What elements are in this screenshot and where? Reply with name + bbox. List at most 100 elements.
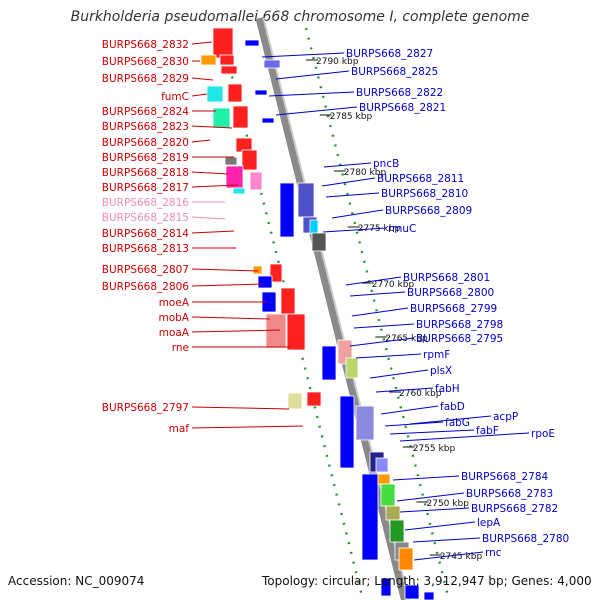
- gene-block: [287, 392, 303, 410]
- kbp-tick-label: 2755 kbp: [413, 444, 456, 454]
- label-leader-line: [191, 184, 239, 188]
- gene-block: [279, 182, 295, 238]
- label-leader-line: [322, 227, 387, 233]
- gene-block: [212, 27, 234, 59]
- label-leader-line: [268, 91, 355, 97]
- label-leader-line: [369, 369, 429, 379]
- gene-label-reverse: maf: [169, 423, 190, 435]
- gene-block: [297, 182, 315, 218]
- gene-block: [200, 54, 217, 66]
- gene-block: [212, 107, 231, 129]
- gene-block: [339, 395, 355, 469]
- gene-label-forward: BURPS668_2799: [410, 303, 497, 315]
- label-leader-line: [191, 93, 208, 97]
- label-leader-line: [399, 432, 530, 442]
- gene-label-forward: fabF: [476, 425, 499, 437]
- label-leader-line: [349, 337, 415, 347]
- label-leader-line: [392, 475, 460, 481]
- label-leader-line: [191, 216, 226, 220]
- label-leader-line: [191, 139, 211, 143]
- kbp-tick-label: 2750 kbp: [427, 499, 470, 509]
- gene-label-reverse: BURPS668_2820: [102, 137, 189, 149]
- gene-label-reverse: BURPS668_2814: [102, 228, 190, 240]
- gene-block: [241, 149, 258, 171]
- gene-label-forward: BURPS668_2782: [471, 503, 558, 515]
- label-leader-line: [412, 537, 481, 543]
- label-leader-line: [404, 521, 476, 531]
- map-title: Burkholderia pseudomallei 668 chromosome…: [70, 9, 530, 25]
- gene-block: [423, 591, 435, 600]
- label-leader-line: [191, 41, 213, 45]
- gene-label-forward: fabD: [440, 401, 465, 413]
- gene-label-forward: plsX: [430, 365, 452, 377]
- gene-label-reverse: BURPS668_2823: [102, 121, 189, 133]
- label-leader-line: [349, 291, 406, 297]
- label-leader-line: [355, 353, 422, 359]
- label-leader-line: [413, 551, 484, 561]
- gene-block: [269, 263, 283, 283]
- gene-label-reverse: BURPS668_2819: [102, 152, 189, 164]
- label-leader-line: [323, 162, 372, 168]
- gene-block: [377, 473, 391, 485]
- label-leader-line: [409, 415, 492, 425]
- gene-label-reverse: BURPS668_2815: [102, 212, 189, 224]
- kbp-tick-label: 2790 kbp: [316, 57, 359, 67]
- ring-guide-right: [304, 27, 451, 600]
- gene-block: [254, 89, 268, 96]
- label-leader-line: [399, 507, 470, 513]
- label-leader-line: [275, 106, 358, 116]
- label-leader-line: [325, 192, 380, 198]
- gene-block: [375, 457, 389, 473]
- label-leader-line: [345, 276, 402, 286]
- label-leader-line: [191, 425, 304, 429]
- label-leader-line: [396, 492, 465, 502]
- gene-label-forward: fabH: [435, 383, 460, 395]
- gene-block: [224, 156, 238, 166]
- gene-label-reverse: BURPS668_2816: [102, 197, 190, 209]
- gene-label-forward: BURPS668_2811: [377, 173, 464, 185]
- gene-label-forward: lepA: [477, 517, 501, 529]
- label-leader-line: [351, 307, 409, 317]
- gene-label-forward: rpmF: [423, 349, 450, 361]
- label-leader-line: [191, 316, 271, 320]
- gene-block: [309, 219, 319, 235]
- gene-label-reverse: BURPS668_2832: [102, 39, 189, 51]
- kbp-tick-label: 2785 kbp: [330, 112, 373, 122]
- gene-block: [404, 584, 420, 600]
- gene-label-forward: pncB: [373, 158, 399, 170]
- gene-label-reverse: BURPS668_2813: [102, 243, 189, 255]
- label-leader-line: [191, 283, 263, 287]
- gene-block: [261, 117, 275, 124]
- label-leader-line: [261, 52, 345, 58]
- gene-block: [385, 505, 401, 521]
- gene-block: [345, 357, 359, 379]
- gene-label-reverse: fumC: [161, 91, 189, 103]
- gene-label-reverse: moeA: [159, 297, 190, 309]
- gene-block: [280, 287, 296, 315]
- label-leader-line: [191, 230, 235, 234]
- gene-label-reverse: BURPS668_2824: [102, 106, 190, 118]
- gene-label-forward: BURPS668_2798: [416, 319, 503, 331]
- gene-label-reverse: moaA: [159, 327, 190, 339]
- gene-block: [252, 265, 263, 275]
- label-leader-line: [191, 125, 233, 129]
- gene-block: [311, 232, 327, 252]
- label-leader-line: [191, 329, 281, 333]
- kbp-tick-label: 2770 kbp: [372, 280, 415, 290]
- gene-label-forward: BURPS668_2795: [416, 333, 503, 345]
- gene-label-reverse: BURPS668_2817: [102, 182, 189, 194]
- gene-block: [380, 577, 392, 597]
- gene-block: [249, 171, 263, 191]
- kbp-tick-label: 2760 kbp: [399, 389, 442, 399]
- gene-label-forward: BURPS668_2801: [403, 272, 490, 284]
- gene-block: [398, 547, 414, 571]
- gene-label-reverse: rne: [172, 342, 189, 354]
- gene-label-forward: BURPS668_2784: [461, 471, 549, 483]
- gene-block: [355, 405, 375, 441]
- gene-block: [286, 313, 306, 351]
- label-leader-line: [389, 429, 475, 435]
- accession-label: Accession: NC_009074: [8, 574, 145, 588]
- gene-label-forward: rnc: [485, 547, 502, 559]
- gene-label-reverse: mobA: [158, 312, 189, 324]
